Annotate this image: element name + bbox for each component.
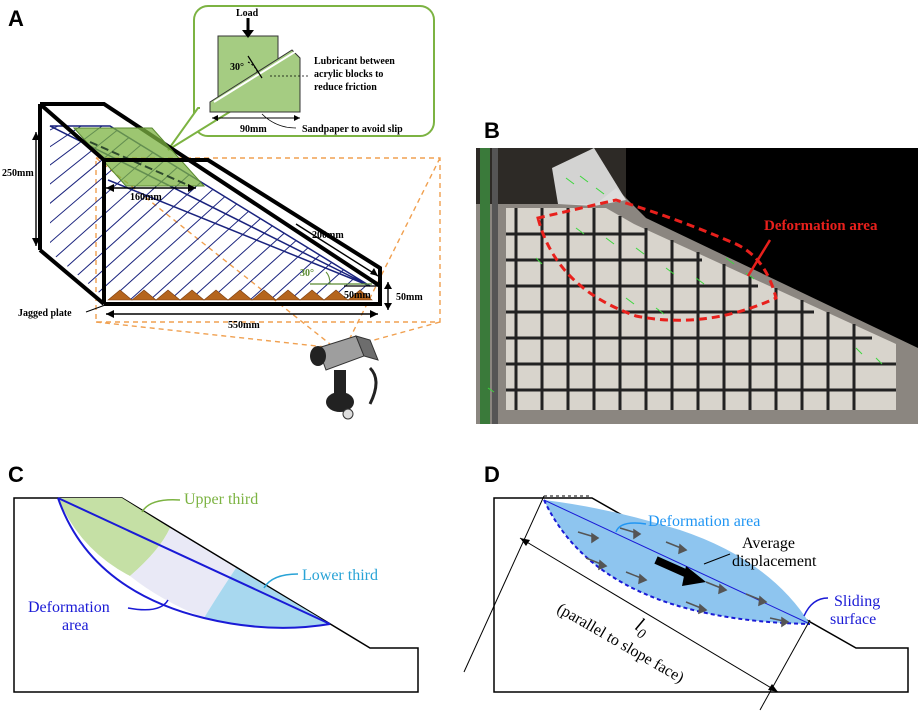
- load-label: Load: [236, 8, 259, 19]
- photo-deformation-label: Deformation area: [764, 218, 878, 234]
- average-displacement-arrow: [654, 556, 706, 586]
- length-dim-label: 550mm: [228, 320, 260, 331]
- deformation-label-line-1: Deformation: [28, 599, 110, 616]
- panel-d-letter: D: [484, 462, 500, 487]
- callout-angle-label: 30°: [230, 62, 244, 73]
- panel-d-diagram: Average displacement Deformation area Sl…: [463, 495, 909, 711]
- deformation-outline: [57, 497, 331, 629]
- lower-third-region: [204, 568, 330, 628]
- height-dim-label: 250mm: [2, 168, 34, 179]
- panel-c-diagram: Upper third Lower third Deformation area: [13, 491, 419, 693]
- sandpaper-label: Sandpaper to avoid slip: [302, 124, 403, 135]
- deformation-label-line-2: area: [62, 617, 89, 634]
- panel-b-photo: Deformation area: [476, 148, 918, 424]
- sliding-surface-line-1: Sliding: [834, 593, 880, 610]
- jagged-plate-label: Jagged plate: [18, 308, 72, 319]
- load-block-highlight: [72, 127, 206, 187]
- sliding-surface: [543, 499, 811, 625]
- d-deformation-label: Deformation area: [648, 513, 760, 530]
- lower-acrylic-block: [209, 49, 301, 113]
- panel-c-letter: C: [8, 462, 24, 487]
- top-width-dim-label: 160mm: [130, 192, 162, 203]
- lower-third-label: Lower third: [302, 567, 378, 584]
- camera-icon: [310, 335, 379, 420]
- lubricant-line-3: reduce friction: [314, 82, 377, 93]
- panel-a-schematic: Load 30° Lubricant between acrylic block…: [2, 5, 441, 420]
- middle-third-region: [130, 528, 236, 618]
- upper-third-region: [58, 498, 170, 576]
- slope-dim-label: 200mm: [312, 230, 344, 241]
- panel-b-letter: B: [484, 118, 500, 143]
- avg-displacement-line-2: displacement: [732, 553, 817, 570]
- toe-width-label: 50mm: [344, 290, 371, 301]
- avg-displacement-line-1: Average: [742, 535, 795, 552]
- sliding-surface-line-2: surface: [830, 611, 876, 628]
- slope-angle-label: 30°: [300, 268, 314, 279]
- photo-scene: [476, 148, 918, 424]
- lubricant-line-2: acrylic blocks to: [314, 69, 383, 80]
- deformation-boundary: [536, 198, 778, 322]
- upper-third-label: Upper third: [184, 491, 258, 508]
- panel-a-letter: A: [8, 6, 24, 31]
- jagged-plate: [107, 289, 373, 301]
- callout-width-label: 90mm: [240, 124, 267, 135]
- lubricant-line-1: Lubricant between: [314, 56, 395, 67]
- toe-height-label: 50mm: [396, 292, 423, 303]
